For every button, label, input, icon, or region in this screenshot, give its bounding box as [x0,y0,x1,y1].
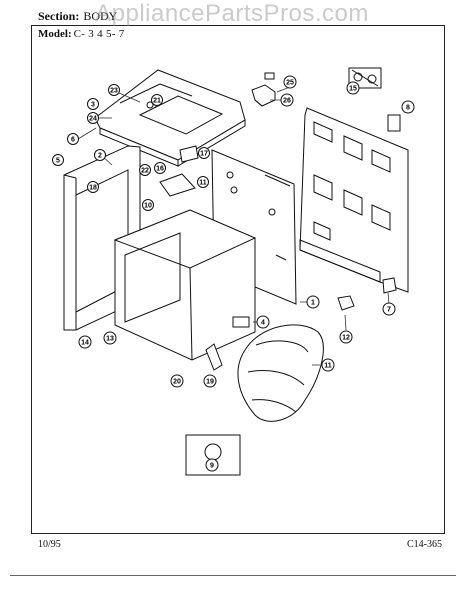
callout-7-label: 7 [387,307,391,314]
callout-11: 11 [197,176,209,188]
callout-2-label: 2 [98,153,102,160]
callout-18: 17 [198,147,210,159]
callout-24-label: 23 [110,88,118,95]
section-label: Section: [38,9,80,23]
callout-9-inset-label: 9 [210,463,214,470]
callout-15-label: 14 [81,340,89,347]
page-code: C14-365 [407,539,442,550]
back-panel [299,107,409,293]
callout-16: 15 [346,81,360,95]
callout-25: 24 [87,112,99,124]
callout-20-label: 19 [206,379,214,386]
callout-26-label: 25 [286,80,294,87]
callout-19: 18 [87,181,99,193]
callout-5-label: 5 [56,158,60,165]
callout-7: 7 [382,302,396,316]
callout-13: 12 [339,330,353,344]
callout-17-label: 16 [156,166,164,173]
callout-3: 3 [87,98,99,110]
section-value: BODY [83,9,118,23]
callout-6: 6 [67,133,79,145]
callout-15: 14 [78,335,92,349]
callout-4-label: 4 [261,320,265,327]
oven-liner [113,209,257,361]
callout-4: 4 [256,315,270,329]
callout-23: 22 [139,164,151,176]
detail-inset [185,434,241,476]
callout-3-label: 3 [91,102,95,109]
callout-21: 20 [170,374,184,388]
watermark: AppliancePartsPros.com [95,0,369,27]
callout-1: 1 [306,295,320,309]
small-brackets [159,145,397,371]
callout-22: 21 [151,94,163,106]
callout-17: 16 [154,162,166,174]
callouts: 23 21 3 24 6 2 [52,75,415,472]
callout-2: 2 [94,149,106,161]
callout-11-label: 11 [199,180,207,187]
bracket-26-27 [251,72,276,107]
model-heading: Model:C- 3 4 5- 7 [38,28,125,40]
callout-22-label: 21 [153,98,161,105]
insulation-blanket [237,324,324,422]
diagram-frame [31,25,445,534]
section-heading: Section:BODY [38,9,117,24]
callout-23-label: 22 [141,168,149,175]
callout-13-label: 12 [342,335,350,342]
callout-12-label: 11 [324,363,332,370]
callout-6-label: 6 [71,137,75,144]
callout-9-inset: 9 [205,458,219,472]
callout-10: 10 [142,199,154,211]
model-label: Model: [38,28,72,40]
callout-1-label: 1 [311,300,315,307]
callout-24: 23 [108,84,120,96]
callout-8: 8 [401,100,415,114]
model-value: C- 3 4 5- 7 [73,28,125,40]
callout-21-label: 20 [173,379,181,386]
bottom-rule [10,575,456,576]
callout-27-label: 26 [283,98,291,105]
callout-10-label: 10 [144,203,152,210]
callout-20: 19 [203,374,217,388]
callout-19-label: 18 [89,185,97,192]
callout-14-label: 13 [106,336,114,343]
revision-date: 10/95 [38,539,61,550]
callout-5: 5 [52,154,64,166]
callout-14: 13 [103,331,117,345]
callout-16-label: 15 [349,86,357,93]
callout-12: 11 [321,358,335,372]
callout-25-label: 24 [89,116,97,123]
callout-18-label: 17 [200,151,208,158]
callout-26: 25 [283,75,297,89]
callout-8-label: 8 [406,105,410,112]
callout-27: 26 [280,93,294,107]
